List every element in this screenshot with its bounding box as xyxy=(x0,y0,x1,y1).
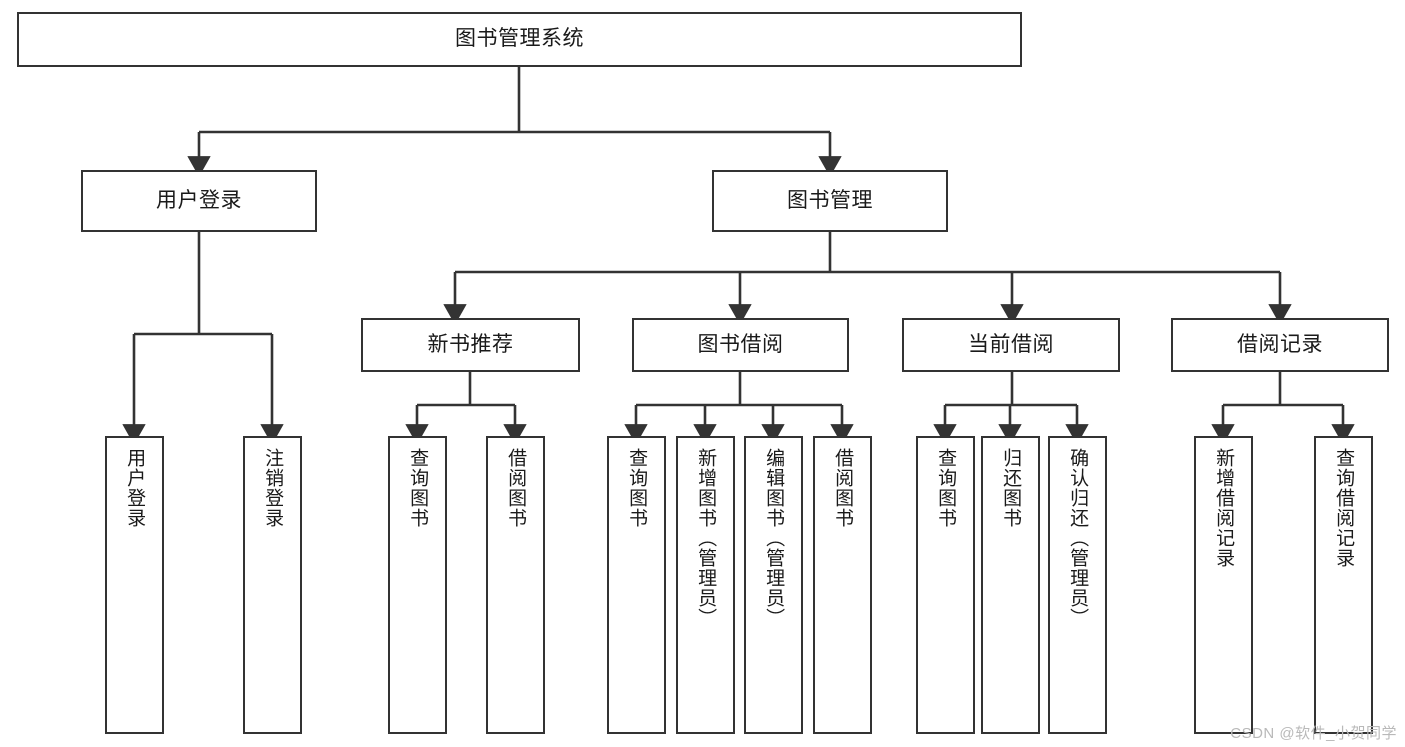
leaf-label: 新增图书（管理员） xyxy=(695,448,717,628)
leaf-label: 查询借阅记录 xyxy=(1333,448,1355,568)
node-label: 用户登录 xyxy=(156,188,242,212)
node-label: 图书管理系统 xyxy=(455,27,584,51)
node-label: 图书管理 xyxy=(787,188,873,212)
leaf-edit-book-admin[interactable]: 编辑图书（管理员） xyxy=(744,436,803,734)
leaf-label: 确认归还（管理员） xyxy=(1067,448,1089,628)
leaf-query-borrow-record[interactable]: 查询借阅记录 xyxy=(1314,436,1373,734)
watermark: CSDN @软件_小贺同学 xyxy=(1230,725,1397,742)
leaf-add-borrow-record[interactable]: 新增借阅记录 xyxy=(1194,436,1253,734)
leaf-return-book[interactable]: 归还图书 xyxy=(981,436,1040,734)
leaf-logout-login[interactable]: 注销登录 xyxy=(243,436,302,734)
leaf-borrow-book-recommend[interactable]: 借阅图书 xyxy=(486,436,545,734)
node-new-book-recommend[interactable]: 新书推荐 xyxy=(361,318,580,372)
leaf-label: 查询图书 xyxy=(935,448,957,528)
leaf-label: 用户登录 xyxy=(124,448,146,528)
leaf-label: 注销登录 xyxy=(262,448,284,528)
node-label: 新书推荐 xyxy=(427,332,514,356)
leaf-confirm-return-admin[interactable]: 确认归还（管理员） xyxy=(1048,436,1107,734)
node-root-system[interactable]: 图书管理系统 xyxy=(17,12,1022,67)
node-book-borrow[interactable]: 图书借阅 xyxy=(632,318,849,372)
leaf-query-book-current[interactable]: 查询图书 xyxy=(916,436,975,734)
node-user-login[interactable]: 用户登录 xyxy=(81,170,317,232)
leaf-borrow-book[interactable]: 借阅图书 xyxy=(813,436,872,734)
node-label: 图书借阅 xyxy=(697,332,784,356)
leaf-query-book-borrow[interactable]: 查询图书 xyxy=(607,436,666,734)
leaf-label: 借阅图书 xyxy=(832,448,854,528)
node-book-management[interactable]: 图书管理 xyxy=(712,170,948,232)
node-label: 借阅记录 xyxy=(1237,332,1323,356)
node-borrow-record[interactable]: 借阅记录 xyxy=(1171,318,1389,372)
node-label: 当前借阅 xyxy=(968,332,1054,356)
leaf-label: 借阅图书 xyxy=(505,448,527,528)
leaf-label: 新增借阅记录 xyxy=(1213,448,1235,568)
leaf-label: 查询图书 xyxy=(407,448,429,528)
leaf-label: 归还图书 xyxy=(1000,448,1022,528)
leaf-add-book-admin[interactable]: 新增图书（管理员） xyxy=(676,436,735,734)
leaf-user-login[interactable]: 用户登录 xyxy=(105,436,164,734)
leaf-label: 查询图书 xyxy=(626,448,648,528)
leaf-label: 编辑图书（管理员） xyxy=(763,448,785,628)
node-current-borrow[interactable]: 当前借阅 xyxy=(902,318,1120,372)
leaf-query-book-recommend[interactable]: 查询图书 xyxy=(388,436,447,734)
